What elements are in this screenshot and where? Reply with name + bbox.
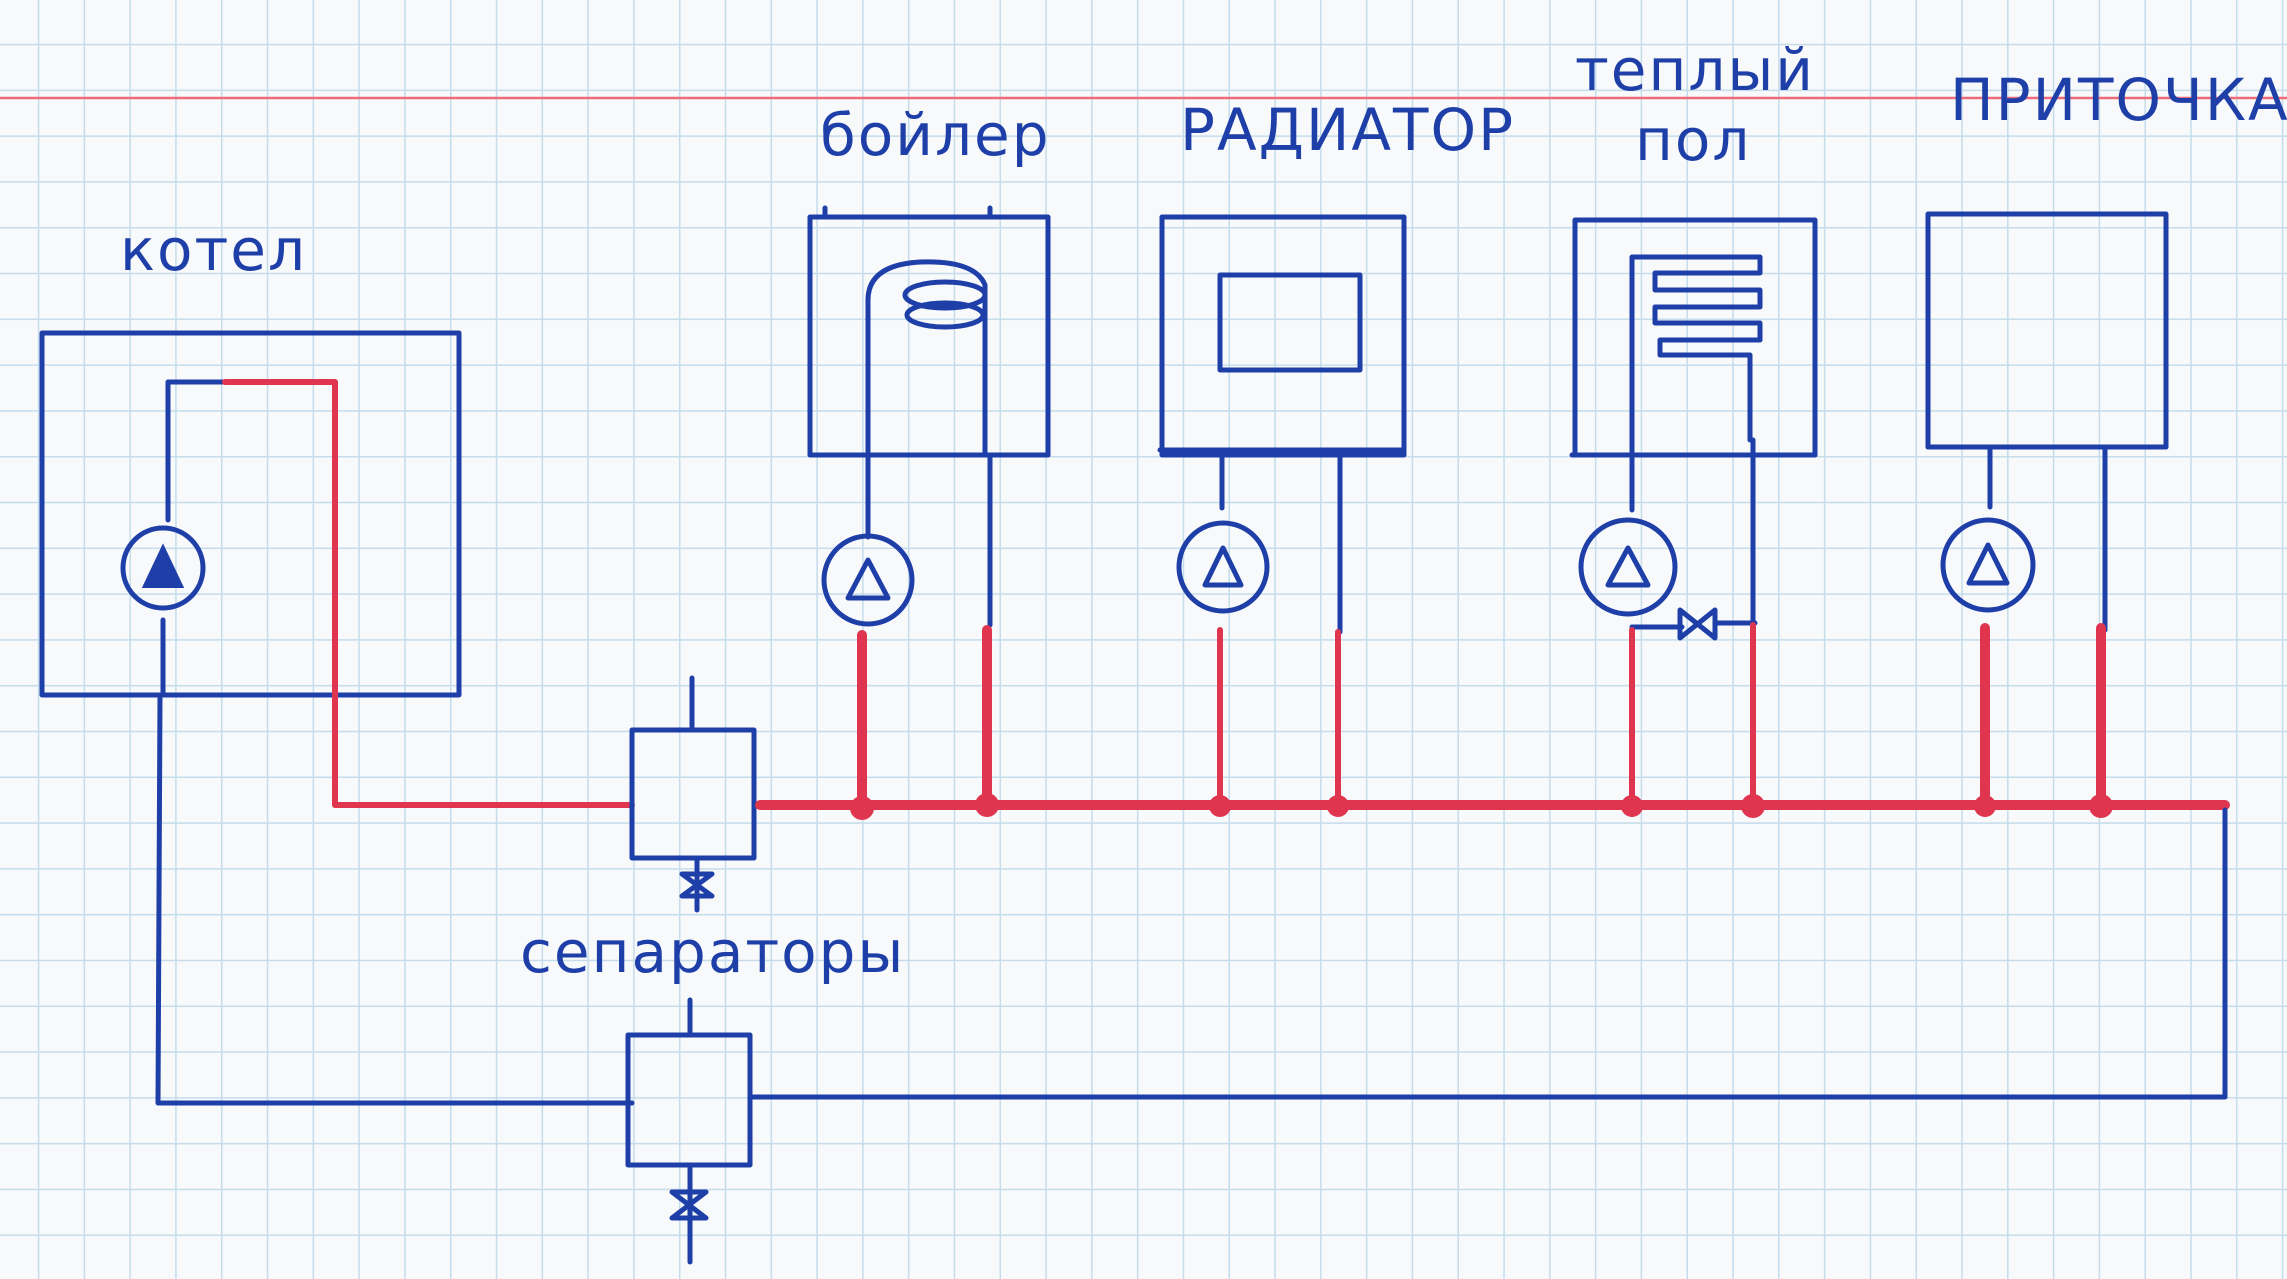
tee-joint: [1974, 795, 1996, 817]
label-floor-2: пол: [1635, 106, 1751, 174]
radiator-unit: [1157, 214, 1407, 817]
kotel-supply-internal: [222, 379, 338, 698]
label-radiator: РАДИАТОР: [1180, 96, 1515, 164]
radiator-icon: [1217, 272, 1363, 373]
separator-lower: [625, 997, 753, 1265]
pump-icon: [821, 533, 915, 627]
return-header: [747, 807, 2228, 1100]
floor-loop-icon: [1629, 254, 1763, 443]
tee-joint: [975, 793, 999, 817]
label-floor-1: теплый: [1575, 36, 1815, 104]
tee-joint: [1621, 795, 1643, 817]
three-way-valve-icon: [1677, 607, 1718, 641]
pump-icon: [1176, 520, 1270, 614]
kotel-unit: [39, 330, 462, 698]
tee-joint: [2089, 794, 2113, 818]
label-kotel: котел: [120, 216, 307, 284]
tee-joint: [850, 796, 874, 820]
drain-valve-icon: [679, 871, 715, 899]
tee-joint: [1327, 795, 1349, 817]
kotel-box: [39, 330, 462, 698]
kotel-return-internal: [165, 379, 228, 523]
drain-valve-icon: [669, 1189, 709, 1221]
label-pritochka: ПРИТОЧКА: [1950, 66, 2287, 134]
warm-floor-unit: [1569, 217, 1818, 818]
kotel-supply-pipe: [332, 692, 635, 808]
pump-icon: [1940, 517, 2036, 613]
pritochka-unit: [1925, 211, 2169, 818]
boiler-unit: [807, 205, 1051, 820]
kotel-return-pipe: [155, 692, 635, 1106]
tee-joint: [1741, 794, 1765, 818]
separator-upper: [629, 675, 757, 913]
pump-icon: [120, 525, 206, 611]
coil-icon: [865, 259, 988, 458]
tee-joint: [1209, 795, 1231, 817]
label-boiler: бойлер: [820, 101, 1051, 169]
label-separators: сепараторы: [520, 918, 905, 986]
pump-icon: [1578, 517, 1678, 617]
